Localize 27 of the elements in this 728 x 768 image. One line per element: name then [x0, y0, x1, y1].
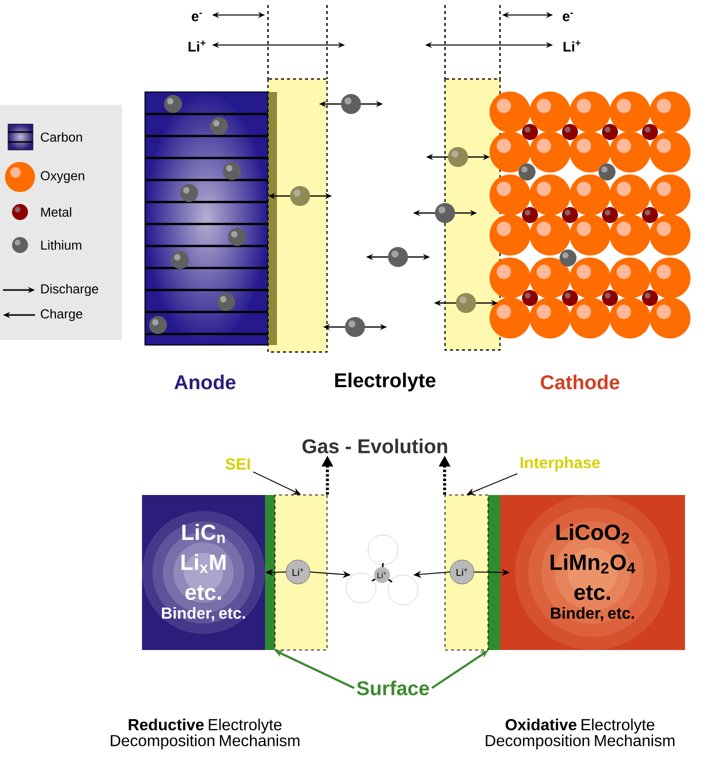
caption-text: Reductive Electrolyte Decomposition Mechanism: [110, 718, 300, 750]
legend-label: Carbon: [40, 132, 82, 142]
electrode-label: Cathode: [540, 374, 620, 390]
charge-carrier-label: Li$^{+}$: [564, 40, 580, 52]
legend-label: Metal: [41, 207, 72, 217]
lithium-ion: Li$^{+}$: [286, 560, 310, 584]
heading-text: Gas - Evolution: [302, 438, 448, 454]
legend-label: Charge: [40, 308, 82, 322]
solvated-ion-drawing: Li$^{+}$: [346, 534, 418, 606]
layer-label: SEI: [226, 458, 250, 470]
electrode-box: LiCoO$_{2}$ LiMn$_{2}$O$_{4}$ etc. Binder, etc.: [500, 495, 685, 650]
electrode-box: LiC$_{n}$ Li$_{x}$M etc. Binder, etc.: [142, 495, 265, 650]
lithium-ion: Li$^{+}$: [450, 560, 474, 584]
node-label: Li$^{+}$: [378, 572, 386, 578]
legend-label: Lithium: [41, 240, 82, 250]
surface-label: Surface: [356, 680, 429, 696]
charge-carrier-label: e$^{-}$: [562, 12, 573, 22]
layer-label: Interphase: [520, 456, 600, 472]
charge-carrier-label: e$^{-}$: [192, 12, 202, 22]
interphase-layer: [444, 494, 488, 650]
interphase-layer: [274, 494, 328, 650]
charge-carrier-label: Li$^{+}$: [188, 40, 206, 52]
electrode-label: Anode: [174, 374, 236, 390]
electrolyte-label: Electrolyte: [335, 372, 436, 392]
legend-label: Discharge: [41, 284, 98, 296]
legend-label: Oxygen: [40, 171, 84, 183]
caption-text: Oxidative Electrolyte Decomposition Mechanism: [486, 718, 674, 750]
